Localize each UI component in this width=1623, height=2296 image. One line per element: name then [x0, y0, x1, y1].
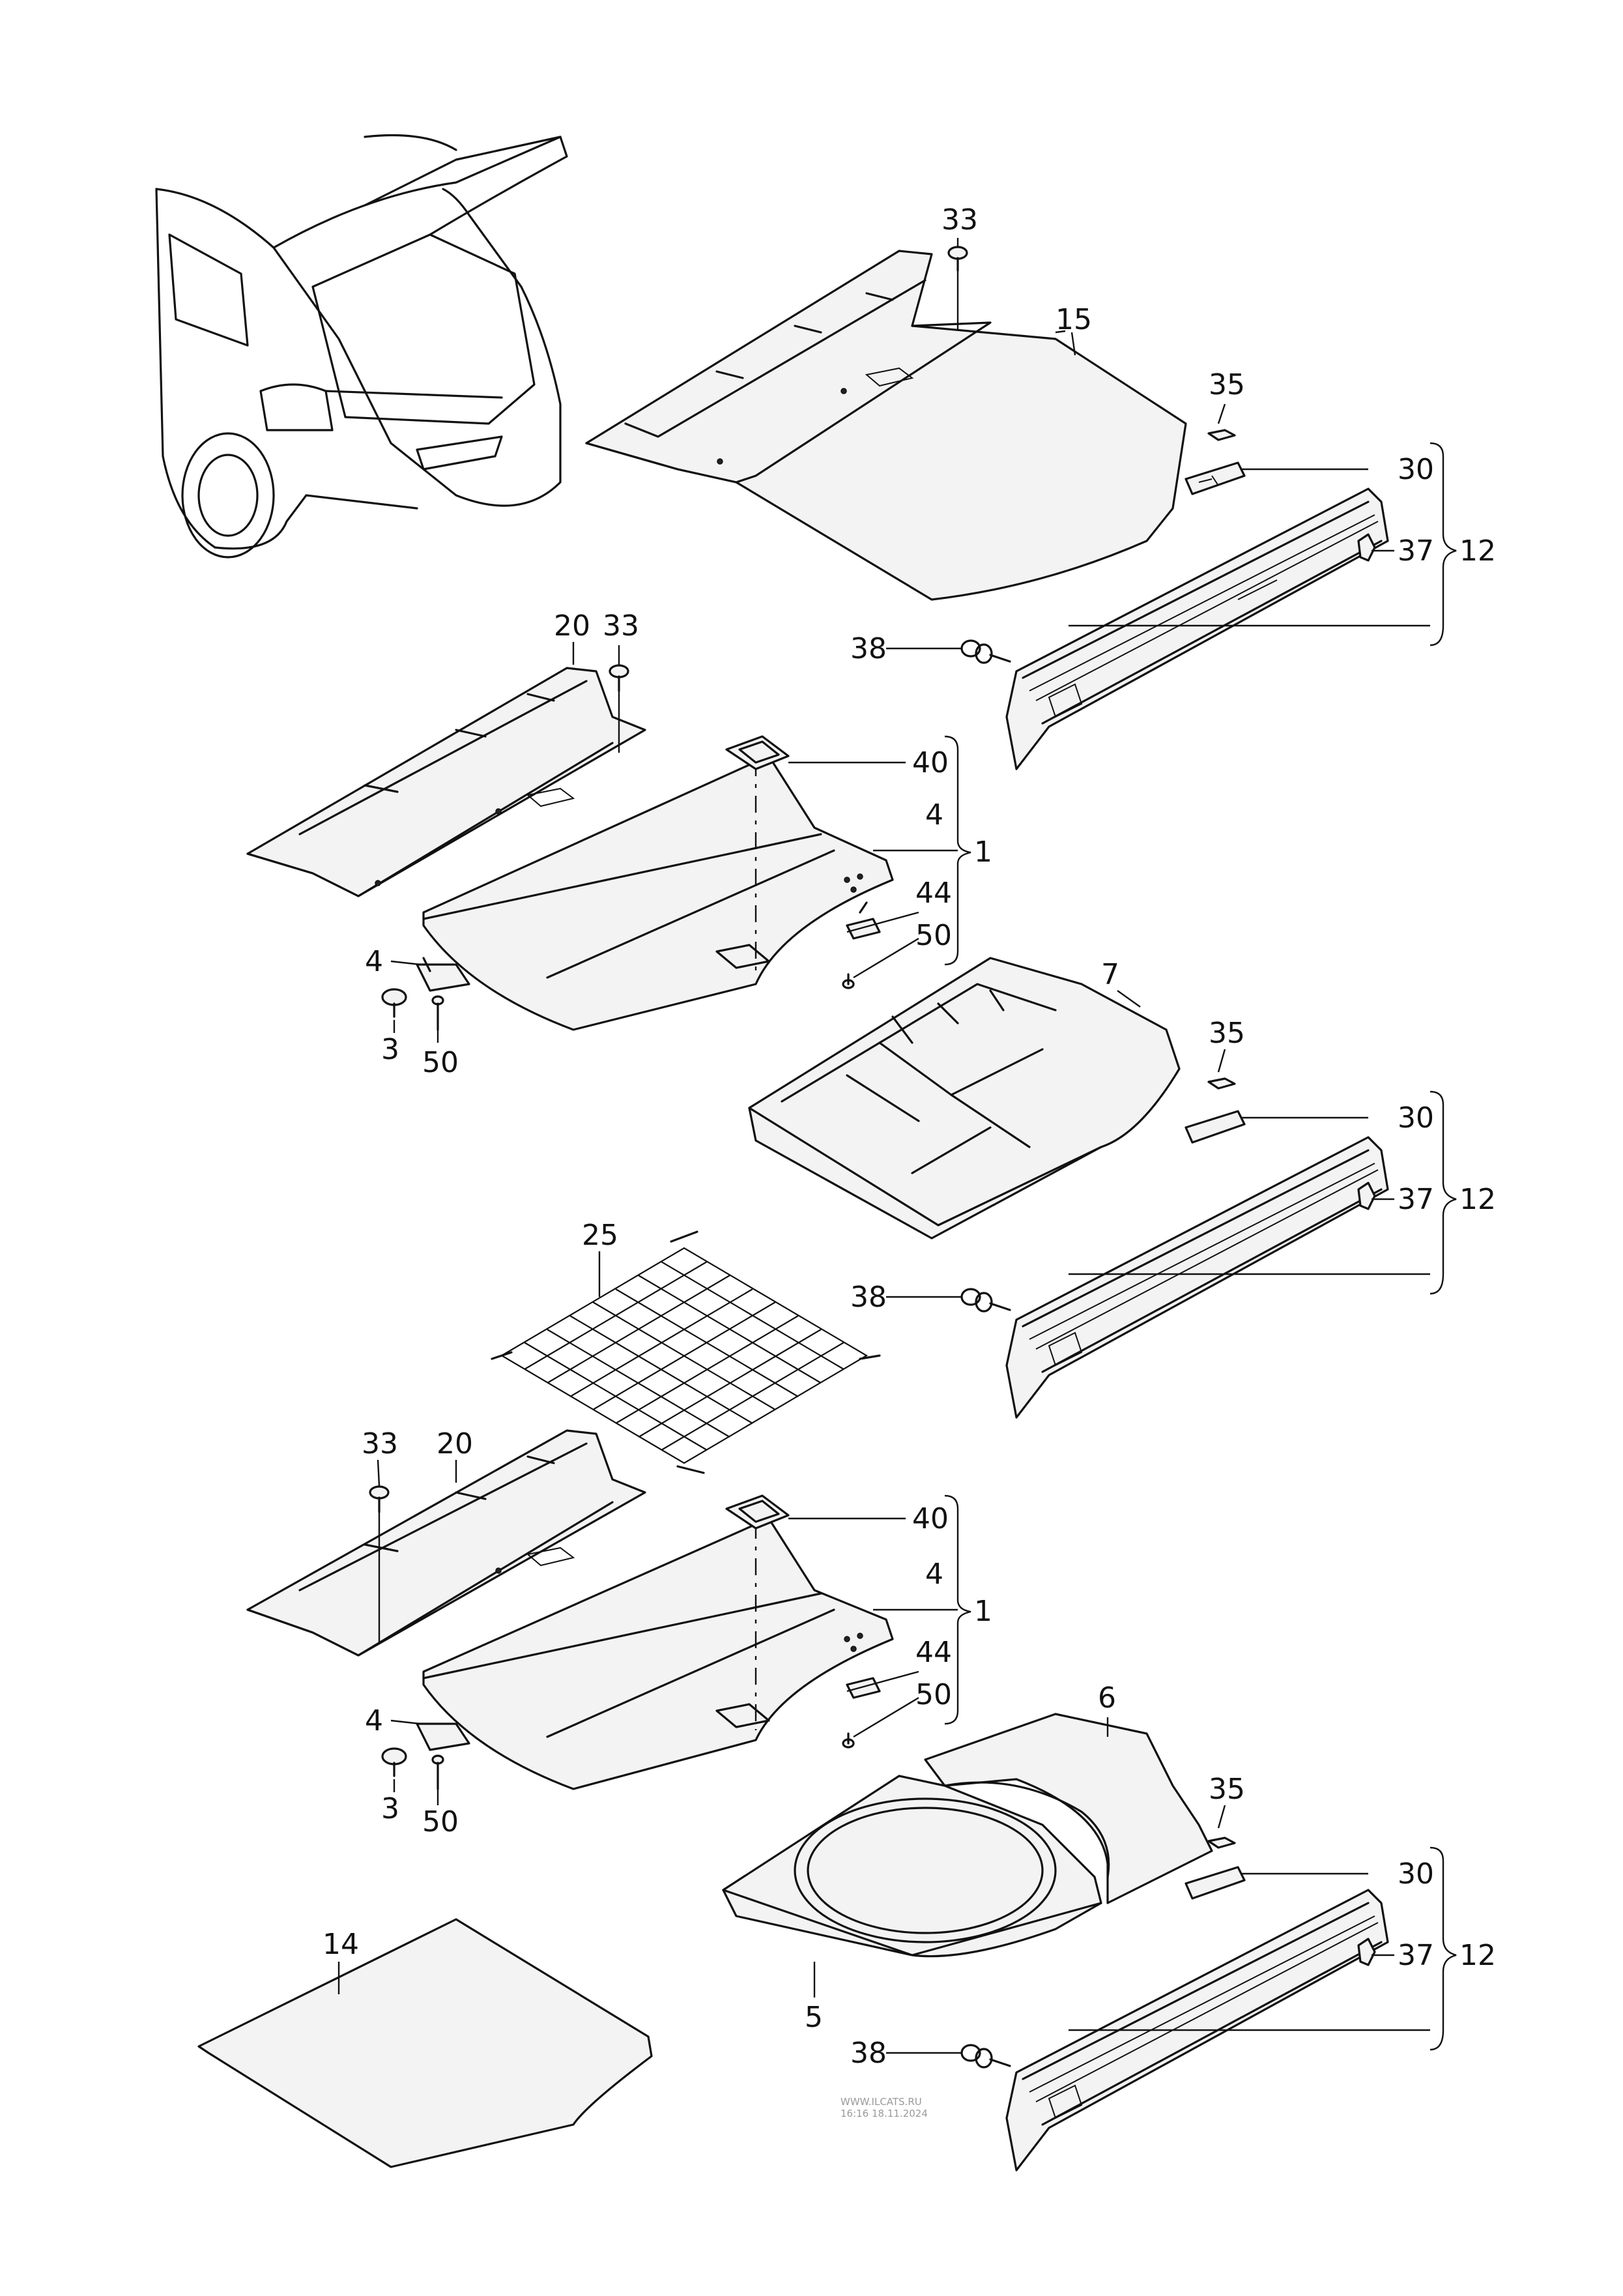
callout-labels: 33 15 35 30 37 12 38 20 33 40 4 1 44 50 … [323, 203, 1496, 2070]
clip-30c [1185, 1866, 1246, 1900]
screw-33c [369, 1485, 390, 1513]
label-4c: 4 [925, 1558, 943, 1591]
floor-panel-20b [246, 1429, 646, 1657]
floor-panel-20a [246, 667, 646, 897]
bracket-4b [416, 957, 470, 992]
clip-38a [960, 639, 1011, 664]
label-38b: 38 [850, 1281, 887, 1314]
label-3b: 3 [381, 1792, 399, 1825]
label-50d: 50 [422, 1805, 459, 1838]
label-40b: 40 [912, 1502, 949, 1535]
floor-mat-14 [197, 1918, 653, 2168]
bracket-4d [416, 1722, 470, 1751]
spare-wheel-insert-6 [924, 1713, 1213, 1904]
label-44a: 44 [915, 877, 952, 910]
screw-50b [431, 995, 444, 1031]
vehicle-rear-illustration [155, 134, 568, 559]
label-33c: 33 [362, 1427, 398, 1460]
label-15: 15 [1056, 303, 1092, 336]
label-44b: 44 [915, 1636, 952, 1669]
label-35a: 35 [1209, 368, 1245, 401]
label-38c: 38 [850, 2037, 887, 2070]
clip-3b [381, 1747, 407, 1777]
watermark-site: WWW.ILCATS.RU [840, 2096, 922, 2108]
spare-wheel-insert-5 [722, 1775, 1102, 1958]
clip-37c [1357, 1938, 1376, 1966]
hinge-44a [846, 901, 881, 940]
label-37b: 37 [1398, 1183, 1434, 1216]
label-12c: 12 [1459, 1939, 1496, 1972]
label-33a: 33 [941, 203, 978, 237]
label-35c: 35 [1209, 1773, 1245, 1806]
label-30c: 30 [1398, 1857, 1434, 1891]
clip-37b [1357, 1182, 1376, 1210]
grip-40b [725, 1494, 790, 1530]
clip-30b [1185, 1110, 1246, 1144]
label-50a: 50 [915, 919, 952, 952]
screw-33b [609, 664, 629, 692]
label-5: 5 [805, 2001, 823, 2034]
label-50c: 50 [915, 1678, 952, 1711]
label-20b: 20 [437, 1427, 473, 1460]
clip-38c [960, 2044, 1011, 2069]
label-33b: 33 [603, 609, 639, 643]
label-37a: 37 [1398, 534, 1434, 568]
loading-sill-trim-12a [1005, 487, 1389, 770]
clip-37a [1357, 533, 1376, 562]
floor-panel-15 [585, 250, 1187, 601]
screw-50c [842, 1732, 855, 1749]
label-3a: 3 [381, 1033, 399, 1066]
label-25: 25 [582, 1219, 618, 1252]
label-1a: 1 [974, 836, 992, 869]
label-12b: 12 [1459, 1183, 1496, 1216]
screw-50a [842, 973, 855, 989]
hinge-44b [846, 1677, 881, 1699]
label-30b: 30 [1398, 1101, 1434, 1135]
label-14: 14 [323, 1928, 359, 1961]
clip-35b [1207, 1077, 1236, 1090]
label-4a: 4 [925, 798, 943, 832]
label-1b: 1 [974, 1595, 992, 1628]
label-4b: 4 [365, 945, 383, 978]
clip-3a [381, 988, 407, 1018]
loading-sill-trim-12b [1005, 1136, 1389, 1419]
label-35b: 35 [1209, 1017, 1245, 1050]
label-38a: 38 [850, 632, 887, 665]
leader-lines [338, 238, 1457, 2054]
label-37c: 37 [1398, 1939, 1434, 1972]
label-50b: 50 [422, 1046, 459, 1079]
clip-35a [1207, 429, 1236, 441]
label-20a: 20 [554, 609, 590, 643]
screw-33a [947, 246, 968, 272]
cargo-floor-1a [422, 755, 894, 1031]
clip-30a [1185, 461, 1246, 495]
storage-tray-7 [748, 957, 1181, 1240]
cargo-floor-1b [422, 1517, 894, 1790]
watermark: WWW.ILCATS.RU 16:16 18.11.2024 [840, 2096, 928, 2119]
clip-38b [960, 1288, 1011, 1313]
label-12a: 12 [1459, 534, 1496, 568]
cargo-net-25 [491, 1230, 881, 1474]
label-40a: 40 [912, 746, 949, 779]
clip-35c [1207, 1837, 1236, 1849]
screw-50d [431, 1754, 444, 1790]
watermark-timestamp: 16:16 18.11.2024 [840, 2108, 928, 2119]
label-30a: 30 [1398, 453, 1434, 486]
grip-40a [725, 735, 790, 770]
label-4d: 4 [365, 1704, 383, 1737]
label-6: 6 [1098, 1681, 1116, 1715]
label-7: 7 [1101, 958, 1119, 991]
